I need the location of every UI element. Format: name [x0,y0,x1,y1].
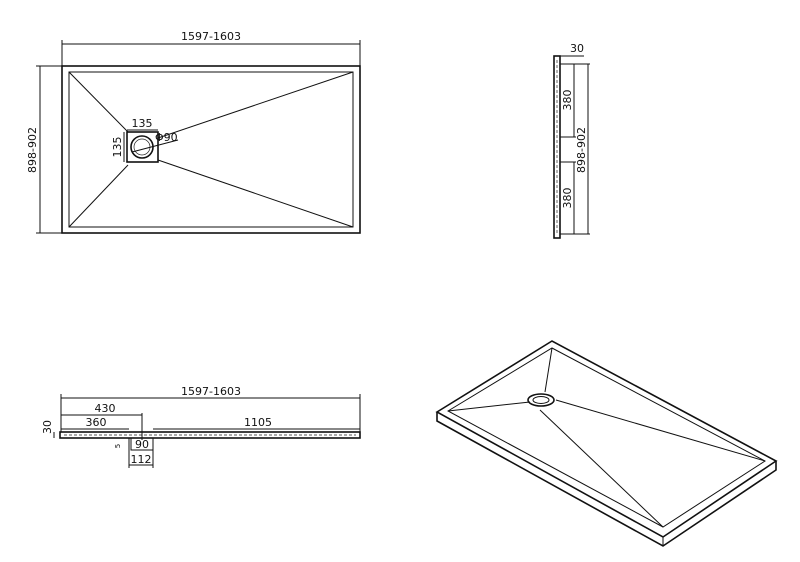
drain-box [126,131,159,163]
drain-inner-label: 90 [135,438,149,451]
remaining-length-label: 1105 [244,416,272,429]
to-drain-far-label: 430 [95,402,116,415]
depth-label: 5 [114,444,122,448]
upper-offset-label: 380 [561,90,574,111]
side-height-label: 898-902 [575,127,588,173]
length-label: 1597-1603 [181,385,241,398]
lower-offset-label: 380 [561,188,574,209]
isometric-view [435,340,778,547]
top-view: 1597-1603 898-902 135 135 Φ90 [26,30,361,234]
tray-outline [61,65,361,234]
height-label: 898-902 [26,127,39,173]
tray-inner-rim [68,71,354,228]
width-label: 1597-1603 [181,30,241,43]
thickness-label: 30 [41,420,54,434]
tray-top-surface [435,340,778,538]
drain-outer-label: 112 [131,453,152,466]
drain-width-label: 135 [132,117,153,130]
drain-diameter-label: Φ90 [155,131,178,144]
drain-icon [527,393,555,407]
drain-height-label: 135 [111,137,124,158]
tray-long-profile [59,431,361,439]
to-drain-near-label: 360 [86,416,107,429]
side-view-bottom: 1597-1603 430 360 1105 30 90 112 5 [41,385,361,468]
thickness-label: 30 [570,42,584,55]
side-view-right: 30 380 380 898-902 [553,42,590,239]
